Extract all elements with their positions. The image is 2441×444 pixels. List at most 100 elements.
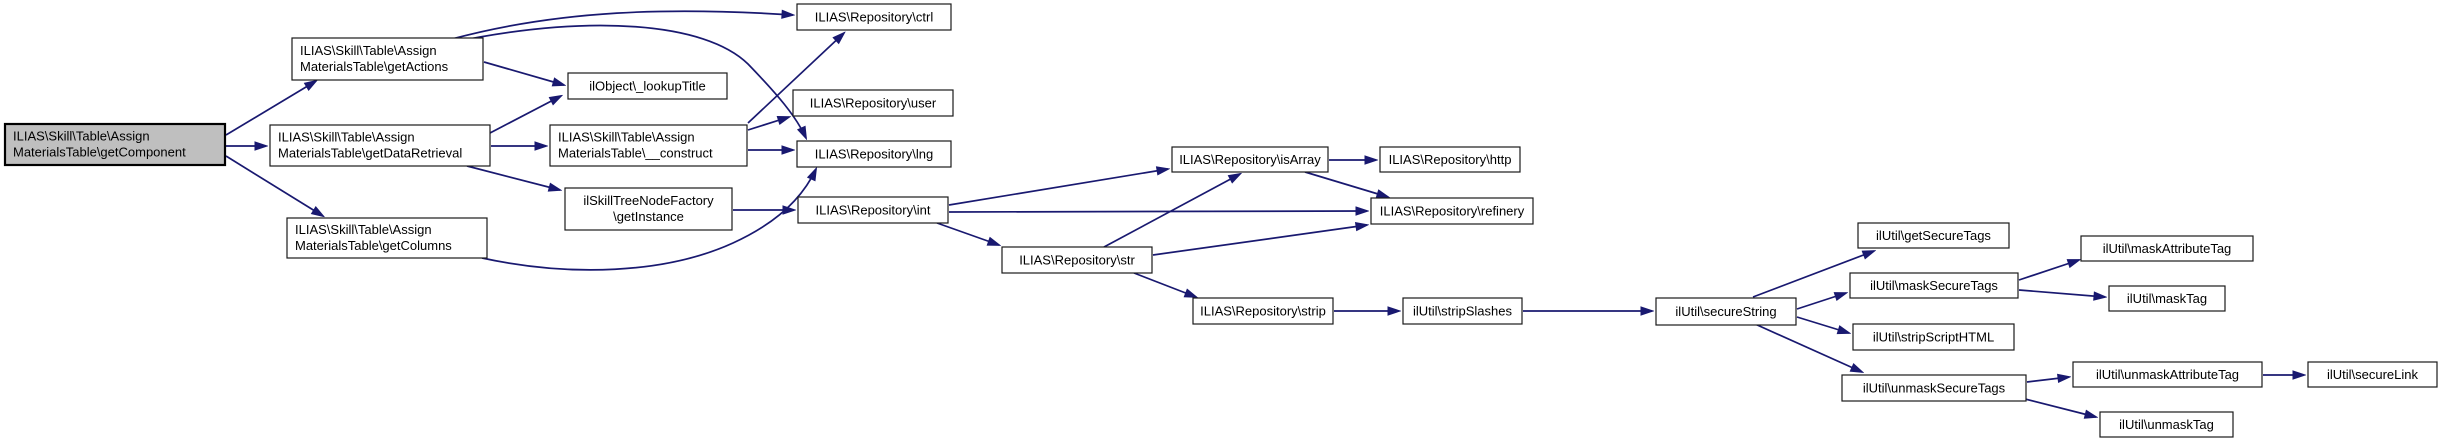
node-label: ILIAS\Skill\Table\Assign — [13, 129, 150, 144]
node-unmask-secure-tags[interactable]: ilUtil\unmaskSecureTags — [1841, 374, 2027, 402]
node-box — [1841, 374, 2027, 402]
node-label: ILIAS\Repository\refinery — [1380, 204, 1525, 219]
edge-getActions-ctrl — [451, 11, 793, 40]
node-construct[interactable]: ILIAS\Skill\Table\Assign MaterialsTable\… — [549, 124, 748, 167]
node-box — [2080, 235, 2254, 262]
edge-maskSecureTags-maskAttributeTag — [2018, 260, 2079, 281]
node-get-columns[interactable]: ILIAS\Skill\Table\Assign MaterialsTable\… — [286, 217, 488, 259]
node-label: ILIAS\Repository\user — [810, 96, 937, 111]
edges — [225, 11, 2304, 417]
node-mask-tag[interactable]: ilUtil\maskTag — [2108, 285, 2226, 312]
edge-secureString-unmaskSecureTags — [1754, 323, 1862, 372]
edge-unmaskSecureTags-unmaskAttributeTag — [2026, 377, 2069, 382]
node-box — [1857, 222, 2010, 249]
node-box — [1849, 272, 2019, 299]
node-mask-secure-tags[interactable]: ilUtil\maskSecureTags — [1849, 272, 2019, 299]
node-secure-string[interactable]: ilUtil\secureString — [1655, 297, 1797, 326]
node-mask-attribute-tag[interactable]: ilUtil\maskAttributeTag — [2080, 235, 2254, 262]
node-int[interactable]: ILIAS\Repository\int — [797, 196, 949, 224]
node-label: MaterialsTable\getActions — [300, 59, 449, 74]
node-secure-link[interactable]: ilUtil\secureLink — [2307, 361, 2438, 388]
node-label: ilUtil\getSecureTags — [1876, 228, 1991, 243]
node-label: ilSkillTreeNodeFactory — [583, 193, 714, 208]
node-box — [1171, 146, 1329, 173]
node-label: MaterialsTable\getComponent — [13, 145, 186, 160]
edge-secureString-getSecureTags — [1752, 251, 1874, 298]
node-box — [2099, 411, 2234, 438]
node-box — [1192, 297, 1334, 325]
node-label: MaterialsTable\getColumns — [295, 238, 452, 253]
edge-str-strip — [1133, 272, 1196, 297]
node-http[interactable]: ILIAS\Repository\http — [1379, 146, 1521, 173]
node-user[interactable]: ILIAS\Repository\user — [792, 89, 954, 117]
edge-getColumns-lng — [481, 169, 816, 271]
node-label: MaterialsTable\__construct — [558, 146, 713, 161]
node-box — [796, 3, 952, 31]
node-strip[interactable]: ILIAS\Repository\strip — [1192, 297, 1334, 325]
node-box — [564, 187, 733, 231]
node-label: ilUtil\unmaskAttributeTag — [2096, 367, 2239, 382]
node-unmask-tag[interactable]: ilUtil\unmaskTag — [2099, 411, 2234, 438]
edge-getDataRetrieval-lookupTitle — [489, 96, 561, 134]
edge-unmaskSecureTags-unmaskTag — [2020, 397, 2096, 417]
node-strip-slashes[interactable]: ilUtil\stripSlashes — [1402, 297, 1523, 325]
node-box — [567, 72, 728, 100]
node-label: ilUtil\maskSecureTags — [1870, 278, 1998, 293]
node-label: ILIAS\Repository\lng — [815, 147, 934, 162]
node-box — [1402, 297, 1523, 325]
node-box — [286, 217, 488, 259]
edge-secureString-stripScriptHTML — [1796, 316, 1849, 333]
node-label: ILIAS\Skill\Table\Assign — [278, 130, 415, 145]
node-box — [3, 122, 227, 167]
node-strip-script-html[interactable]: ilUtil\stripScriptHTML — [1852, 323, 2015, 351]
edge-isArray-refinery — [1304, 171, 1388, 197]
node-label: ILIAS\Skill\Table\Assign — [558, 130, 695, 145]
node-lng[interactable]: ILIAS\Repository\lng — [796, 140, 952, 168]
edge-getComponent-getColumns — [225, 155, 323, 216]
node-label: \getInstance — [613, 209, 684, 224]
edge-getActions-lng — [453, 24, 806, 138]
node-label: ilObject\_lookupTitle — [589, 79, 706, 94]
edge-str-isArray — [1103, 174, 1240, 248]
node-ctrl[interactable]: ILIAS\Repository\ctrl — [796, 3, 952, 31]
node-lookup-title[interactable]: ilObject\_lookupTitle — [567, 72, 728, 100]
node-refinery[interactable]: ILIAS\Repository\refinery — [1370, 197, 1534, 225]
edge-getDataRetrieval-getInstance — [466, 165, 560, 190]
node-label: ilUtil\secureLink — [2327, 367, 2419, 382]
node-get-actions[interactable]: ILIAS\Skill\Table\Assign MaterialsTable\… — [291, 37, 484, 81]
node-label: ILIAS\Repository\strip — [1200, 304, 1326, 319]
edge-str-refinery — [1152, 225, 1367, 256]
node-is-array[interactable]: ILIAS\Repository\isArray — [1171, 146, 1329, 173]
node-label: ILIAS\Repository\int — [816, 203, 931, 218]
edge-construct-ctrl — [747, 33, 844, 124]
node-box — [2072, 361, 2263, 388]
node-box — [1370, 197, 1534, 225]
node-get-component: ILIAS\Skill\Table\Assign MaterialsTable\… — [3, 122, 227, 167]
node-label: ilUtil\secureString — [1675, 304, 1776, 319]
node-label: ILIAS\Skill\Table\Assign — [295, 222, 432, 237]
node-label: ILIAS\Skill\Table\Assign — [300, 43, 437, 58]
node-box — [797, 196, 949, 224]
edge-int-str — [936, 222, 999, 245]
node-box — [291, 37, 484, 81]
node-label: ILIAS\Repository\http — [1389, 152, 1512, 167]
node-label: ilUtil\unmaskSecureTags — [1863, 381, 2006, 396]
node-label: ilUtil\unmaskTag — [2119, 417, 2214, 432]
node-unmask-attribute-tag[interactable]: ilUtil\unmaskAttributeTag — [2072, 361, 2263, 388]
node-label: ilUtil\maskAttributeTag — [2103, 241, 2232, 256]
edge-getComponent-getActions — [225, 81, 316, 136]
edge-secureString-maskSecureTags — [1796, 293, 1846, 310]
node-box — [2108, 285, 2226, 312]
node-label: ilUtil\maskTag — [2127, 291, 2207, 306]
node-str[interactable]: ILIAS\Repository\str — [1001, 246, 1153, 274]
node-get-data-retrieval[interactable]: ILIAS\Skill\Table\Assign MaterialsTable\… — [269, 124, 491, 167]
node-label: ILIAS\Repository\ctrl — [815, 10, 934, 25]
edge-maskSecureTags-maskTag — [2018, 289, 2105, 297]
node-box — [1852, 323, 2015, 351]
node-label: ilUtil\stripSlashes — [1413, 304, 1512, 319]
edge-int-isArray — [948, 169, 1168, 206]
node-get-instance[interactable]: ilSkillTreeNodeFactory \getInstance — [564, 187, 733, 231]
node-get-secure-tags[interactable]: ilUtil\getSecureTags — [1857, 222, 2010, 249]
node-label: ILIAS\Repository\isArray — [1179, 152, 1321, 167]
